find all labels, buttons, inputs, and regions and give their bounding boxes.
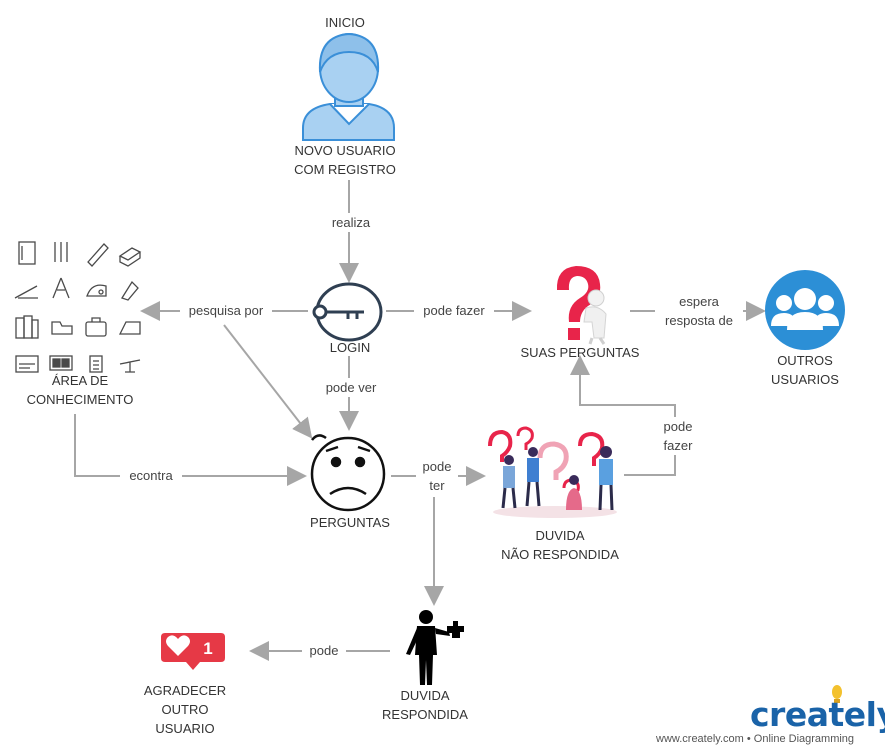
businessman-puzzle-icon xyxy=(406,610,464,685)
edge-pode-fazer-2 xyxy=(570,355,676,476)
duvida-nao-line-1: DUVIDA xyxy=(535,528,585,543)
outros-line-1: OUTROS xyxy=(777,353,833,368)
novo-usuario-line-1: NOVO USUARIO xyxy=(294,143,396,158)
key-icon xyxy=(312,282,383,342)
confused-people-illustration xyxy=(488,426,617,518)
duvida-resp-line-1: DUVIDA xyxy=(400,688,450,703)
area-line-1: ÁREA DE xyxy=(51,373,109,388)
edge-label-espera-resposta: espera resposta de xyxy=(655,292,743,330)
node-outros-usuarios: OUTROS USUARIOS xyxy=(755,351,855,389)
edge-label-pode-fazer-2: pode fazer xyxy=(655,417,701,455)
node-novo-usuario: NOVO USUARIO COM REGISTRO xyxy=(270,141,420,179)
node-duvida-respondida: DUVIDA RESPONDIDA xyxy=(365,686,485,724)
lightbulb-icon xyxy=(832,685,842,703)
creately-logo: creately xyxy=(750,695,885,734)
users-group-icon xyxy=(765,270,845,350)
novo-usuario-line-2: COM REGISTRO xyxy=(294,162,396,177)
edge-label-pode-fazer: pode fazer xyxy=(414,301,494,320)
node-inicio: INICIO xyxy=(325,15,365,30)
knowledge-tools-icon xyxy=(14,241,142,373)
user-icon xyxy=(302,32,395,141)
pode-ter-line-1: pode xyxy=(422,459,452,474)
node-agradecer: AGRADECER OUTRO USUARIO xyxy=(125,681,245,738)
duvida-nao-line-2: NÃO RESPONDIDA xyxy=(501,547,619,562)
espera-line-1: espera xyxy=(679,294,719,309)
edge-label-pode: pode xyxy=(302,641,346,660)
espera-line-2: resposta de xyxy=(665,313,733,328)
creately-tagline: www.creately.com • Online Diagramming xyxy=(656,733,855,745)
edge-label-econtra: econtra xyxy=(120,466,182,485)
node-duvida-nao-respondida: DUVIDA NÃO RESPONDIDA xyxy=(480,526,640,564)
node-perguntas: PERGUNTAS xyxy=(310,515,390,530)
worried-face-icon xyxy=(310,434,386,512)
edge-label-pode-ter: pode ter xyxy=(416,457,458,495)
edge-pesquisa-perguntas xyxy=(223,324,313,439)
pode-fazer-2-line-2: fazer xyxy=(663,438,693,453)
area-line-2: CONHECIMENTO xyxy=(26,392,134,407)
agradecer-line-2: OUTRO xyxy=(161,702,209,717)
agradecer-line-1: AGRADECER xyxy=(143,683,227,698)
question-person-icon xyxy=(556,266,607,345)
like-count: 1 xyxy=(203,639,212,658)
node-suas-perguntas: SUAS PERGUNTAS xyxy=(520,345,640,360)
outros-line-2: USUARIOS xyxy=(771,372,839,387)
like-notification-icon: 1 xyxy=(161,633,225,670)
node-login: LOGIN xyxy=(329,340,371,355)
edge-label-pesquisa-por: pesquisa por xyxy=(180,301,272,320)
pode-ter-line-2: ter xyxy=(429,478,445,493)
edge-label-realiza: realiza xyxy=(324,213,378,232)
edge-econtra xyxy=(74,414,307,486)
pode-fazer-2-line-1: pode xyxy=(663,419,693,434)
duvida-resp-line-2: RESPONDIDA xyxy=(382,707,468,722)
node-area-conhecimento: ÁREA DE CONHECIMENTO xyxy=(10,371,150,409)
agradecer-line-3: USUARIO xyxy=(155,721,215,736)
edge-label-pode-ver: pode ver xyxy=(317,378,385,397)
